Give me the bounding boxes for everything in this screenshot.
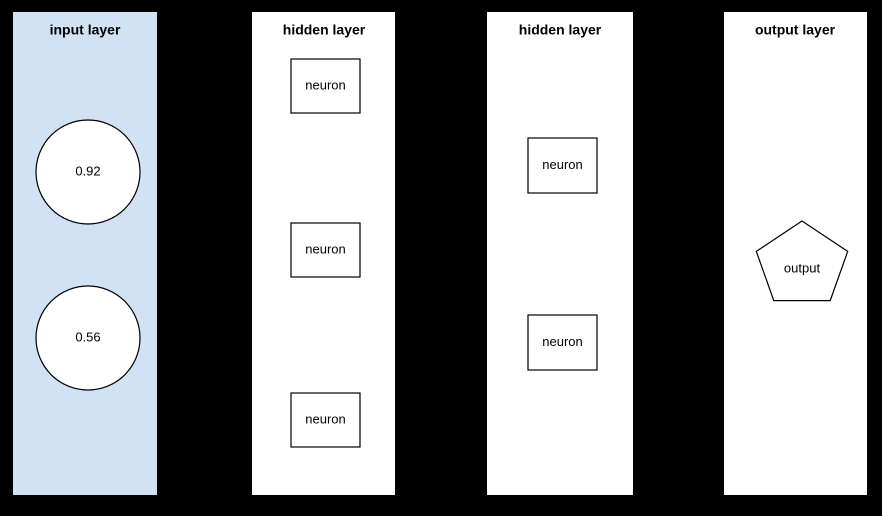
node-input-0[interactable] bbox=[35, 119, 141, 225]
node-output-0[interactable] bbox=[755, 220, 849, 302]
node-label: neuron bbox=[305, 77, 345, 92]
node-hidden-1-2[interactable] bbox=[290, 392, 361, 448]
layer-titles: input layer hidden layer hidden layer outpu… bbox=[50, 22, 836, 38]
node-hidden-2-1[interactable] bbox=[527, 314, 598, 371]
layer-panel-hidden-2 bbox=[487, 12, 633, 495]
layer-title-input: input layer bbox=[50, 22, 121, 38]
layer-title-hidden-1: hidden layer bbox=[283, 22, 366, 38]
node-label: 0.92 bbox=[75, 163, 100, 178]
node-label: neuron bbox=[305, 241, 345, 256]
connection-edges bbox=[140, 86, 756, 420]
layer-title-output: output layer bbox=[755, 22, 836, 38]
layer-title-hidden-2: hidden layer bbox=[519, 22, 602, 38]
node-label: neuron bbox=[542, 157, 582, 172]
node-input-1[interactable] bbox=[35, 285, 141, 391]
node-label: output bbox=[784, 260, 821, 275]
node-label: neuron bbox=[305, 411, 345, 426]
layer-nodes: 0.92 0.56 neuron neuron neuron neuron neuron ou… bbox=[35, 58, 849, 448]
node-hidden-2-0[interactable] bbox=[527, 137, 598, 194]
node-label: neuron bbox=[542, 334, 582, 349]
layer-panel-input bbox=[13, 12, 157, 495]
node-hidden-1-0[interactable] bbox=[290, 58, 361, 114]
layer-panels bbox=[13, 12, 867, 495]
node-label: 0.56 bbox=[75, 329, 100, 344]
node-hidden-1-1[interactable] bbox=[290, 222, 361, 278]
